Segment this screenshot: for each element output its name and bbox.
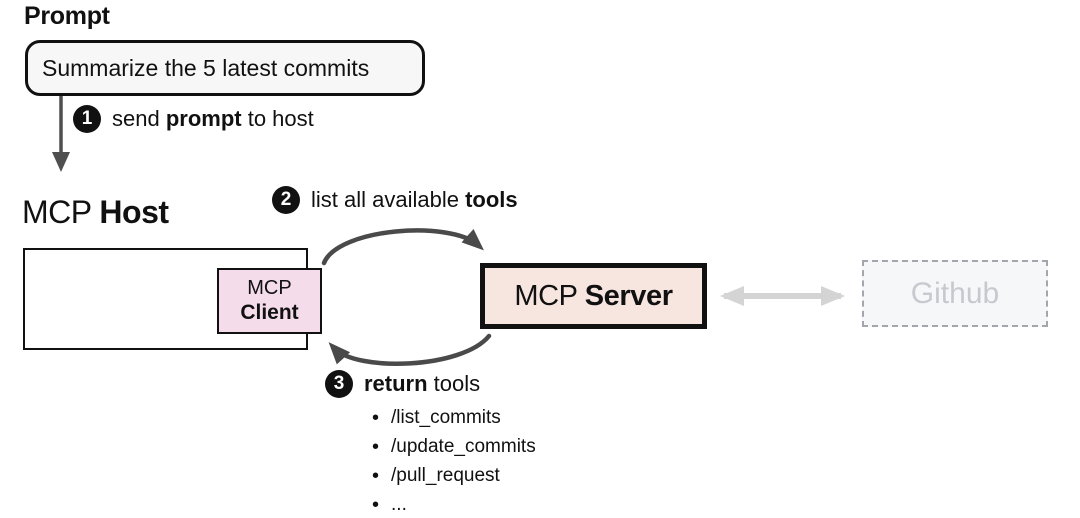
step-3-text-post: tools — [427, 371, 481, 396]
tool-item: • /list_commits — [372, 403, 536, 432]
tool-item: • /update_commits — [372, 432, 536, 461]
client-to-server-arc — [321, 228, 484, 266]
server-label-bold: Server — [584, 279, 673, 312]
tool-item: • /pull_request — [372, 461, 536, 490]
server-box: MCP Server — [480, 263, 707, 329]
step-3: 3 return tools — [325, 370, 480, 398]
prompt-heading: Prompt — [24, 2, 110, 30]
tools-list: • /list_commits • /update_commits • /pul… — [372, 403, 536, 518]
step-1-text-post: to host — [241, 106, 314, 131]
prompt-bubble: Summarize the 5 latest commits — [25, 40, 425, 96]
step-3-text: return tools — [364, 371, 480, 397]
host-label-bold: Host — [99, 194, 169, 230]
step-3-badge: 3 — [325, 370, 353, 398]
step-2: 2 list all available tools — [272, 186, 518, 214]
tool-item-label: /update_commits — [391, 435, 536, 457]
tool-item: • ... — [372, 490, 536, 518]
step-2-text-pre: list all available — [311, 187, 466, 212]
prompt-bubble-text: Summarize the 5 latest commits — [42, 54, 370, 81]
step-2-text-bold: tools — [465, 187, 518, 212]
tool-item-label: ... — [391, 493, 407, 515]
step-1-badge: 1 — [73, 105, 101, 133]
step-1-text-pre: send — [112, 106, 166, 131]
step-2-badge: 2 — [272, 186, 300, 214]
client-box: MCP Client — [217, 268, 322, 334]
bullet-icon: • — [372, 406, 380, 429]
step-3-text-bold: return — [364, 371, 428, 396]
server-label: MCP Server — [514, 279, 673, 313]
tool-item-label: /list_commits — [391, 406, 501, 428]
tool-item-label: /pull_request — [391, 464, 500, 486]
step-1: 1 send prompt to host — [73, 105, 314, 133]
bullet-icon: • — [372, 493, 380, 516]
client-label-line1: MCP — [247, 277, 292, 300]
client-label-line2: Client — [240, 301, 299, 325]
github-label: Github — [910, 276, 1000, 310]
step-2-text: list all available tools — [311, 187, 518, 213]
host-label-regular: MCP — [22, 194, 100, 230]
step-1-text-bold: prompt — [165, 106, 242, 131]
github-box: Github — [862, 260, 1048, 327]
host-label: MCP Host — [22, 194, 169, 231]
bullet-icon: • — [372, 435, 380, 458]
step-1-text: send prompt to host — [112, 106, 314, 132]
server-to-client-arc — [328, 333, 492, 366]
bullet-icon: • — [372, 464, 380, 487]
server-label-regular: MCP — [514, 279, 585, 312]
